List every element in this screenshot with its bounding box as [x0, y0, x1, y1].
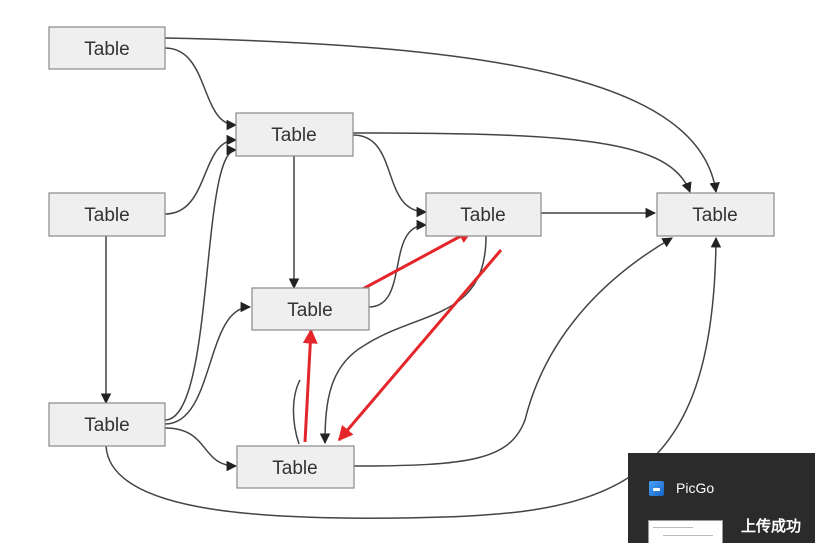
toast-message: 上传成功 [741, 518, 802, 535]
picgo-app-icon [649, 480, 664, 496]
edge-t3-t5 [164, 301, 252, 425]
upload-notification-toast[interactable]: PicGo 上传成功 [628, 453, 815, 543]
table-node: Table [235, 112, 354, 157]
node-label: Table [460, 205, 505, 226]
table-node: Table [251, 287, 370, 331]
toast-header: PicGo [649, 478, 714, 498]
edge-t5-t6 [368, 219, 428, 308]
table-node: Table [236, 445, 355, 489]
red-edge-t6-t7 [337, 249, 503, 442]
table-node: Table [656, 192, 775, 237]
edge-t7-t5-back [292, 379, 301, 445]
toast-app-name: PicGo [676, 480, 715, 496]
edges [100, 37, 722, 519]
node-label: Table [84, 39, 129, 60]
table-node: Table [48, 26, 166, 70]
node-label: Table [272, 458, 317, 479]
table-node: Table [425, 192, 542, 237]
edge-t1-t8 [164, 37, 720, 194]
edge-t7-t8 [353, 237, 673, 467]
edge-t2-t4 [164, 134, 238, 215]
node-label: Table [84, 415, 129, 436]
table-node: Table [48, 402, 166, 447]
node-label: Table [692, 205, 737, 226]
node-label: Table [287, 300, 332, 321]
edge-t3-t7 [164, 427, 238, 472]
node-label: Table [271, 125, 316, 146]
edge-t1-t4 [164, 47, 238, 131]
image-thumbnail [648, 520, 723, 543]
red-edge-t5-t6 [345, 228, 474, 300]
edge-t3-t4 [164, 144, 238, 421]
red-edge-t7-t5 [302, 328, 318, 443]
edge-t3-t8 [105, 236, 722, 519]
edge-t4-t6 [352, 134, 428, 218]
edge-t4-t8 [352, 132, 692, 193]
highlighted-edges [302, 228, 503, 443]
node-label: Table [84, 205, 129, 226]
edge-t6-t7 [319, 235, 487, 445]
table-node: Table [48, 192, 166, 237]
